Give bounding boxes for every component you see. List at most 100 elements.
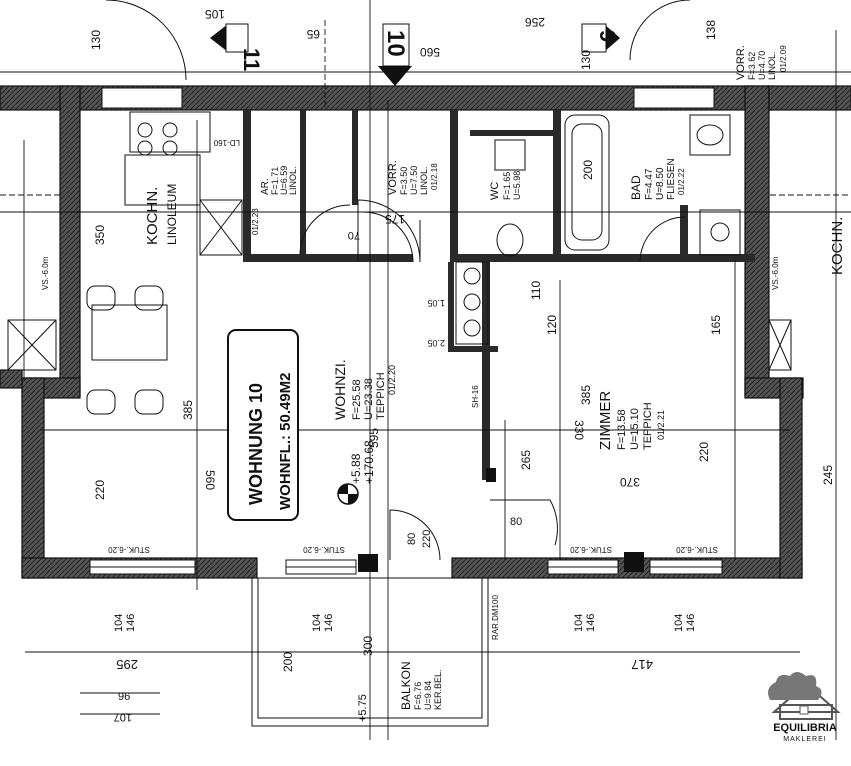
balcony-name: BALKON	[399, 661, 413, 710]
dim-small-2: 107	[114, 711, 132, 723]
dim-window-c1: 104	[573, 614, 585, 632]
hall-right-floor: LINOL.	[767, 51, 777, 80]
dim-right-outer: 245	[821, 465, 835, 485]
dim-top-1: 105	[205, 7, 225, 21]
dim-top-2: 130	[89, 30, 103, 50]
unit-number-center: 10	[382, 30, 409, 57]
note-vs-right: VS.-6.0m	[771, 256, 780, 290]
bath-f: F=4.47	[644, 168, 655, 200]
note-t2: 2.05	[427, 338, 445, 348]
labels: WOHNUNG 10 WOHNFL.: 50.49M2 KOCHN. LINOL…	[41, 7, 846, 723]
elevation-marker	[337, 483, 359, 505]
storage-floor: LINOL.	[288, 166, 298, 195]
dim-misc-5: 120	[545, 315, 559, 335]
dim-kitchen-depth: 350	[93, 225, 107, 245]
exterior-walls	[0, 85, 851, 579]
dim-misc-2: 175	[385, 212, 405, 226]
dim-misc-7: 370	[620, 475, 640, 489]
hall-right-f: F=3.62	[747, 52, 757, 80]
dim-top-4: 560	[420, 45, 440, 59]
apartment-title: WOHNUNG 10	[246, 383, 266, 505]
room-code: 01/2.21	[656, 410, 666, 440]
dim-balcony-depth: 200	[281, 652, 295, 672]
dim-living-lower: 220	[93, 480, 107, 500]
apartment-label-box	[227, 329, 299, 521]
dim-bottom-right: 417	[631, 657, 653, 672]
note-t1: 1.05	[427, 298, 445, 308]
bath-code: 01/2.22	[677, 168, 686, 195]
logo-sub: MAKLEREI	[783, 736, 826, 743]
dim-misc-8: 80	[510, 516, 522, 528]
living-code: 01/2.20	[387, 365, 397, 395]
note-rar: RAR.DM100	[491, 595, 500, 640]
kitchen-left-floor: LINOLEUM	[165, 184, 179, 245]
dim-misc-4: 110	[529, 281, 543, 300]
dim-top-6: 130	[579, 50, 593, 70]
logo-name: EQUILIBRIA	[773, 722, 837, 734]
dim-balcony-level: +5.75	[357, 694, 369, 722]
company-logo: EQUILIBRIA MAKLEREI	[768, 672, 841, 743]
windows	[89, 87, 723, 575]
dim-window-d2: 146	[685, 614, 697, 632]
hall-name: VORR.	[387, 160, 399, 195]
fixtures	[7, 111, 792, 415]
hall-f: F=3.50	[399, 167, 409, 195]
dim-window-b2: 146	[323, 614, 335, 632]
dim-living-full: 560	[203, 470, 217, 490]
balcony-floor: KER.BEL.	[433, 669, 443, 710]
dim-misc-6: 165	[709, 315, 723, 335]
hall-right-name: VORR.	[735, 45, 747, 80]
elevation-abs: +170.68	[362, 440, 376, 484]
dim-living-depth: 385	[181, 400, 195, 420]
room-name: ZIMMER	[597, 391, 614, 450]
apartment-area: WOHNFL.: 50.49M2	[277, 372, 294, 510]
dim-top-5: 256	[525, 15, 545, 29]
unit-number-right: 9	[595, 30, 620, 42]
bath-u: U=8.50	[655, 167, 666, 200]
dim-top-7: 138	[704, 20, 718, 40]
hall-code: 01/2.18	[430, 163, 439, 190]
dim-room-lower: 265	[519, 450, 533, 470]
balcony-f: F=6.76	[413, 682, 423, 710]
dim-living-total: 595	[367, 428, 381, 448]
doors	[105, 0, 691, 561]
dim-misc-9: 220	[421, 530, 433, 548]
hall-right-u: U=4.70	[757, 51, 767, 80]
storage-f: F=1.71	[270, 167, 280, 195]
dim-small-1: 96	[118, 691, 130, 703]
elevation-level: +5.88	[349, 453, 363, 484]
unit-markers	[210, 23, 620, 86]
dimension-lines	[0, 0, 851, 740]
dim-misc-3: 70	[348, 229, 360, 241]
dim-window-a1: 104	[113, 614, 125, 632]
living-name: WOHNZI.	[332, 359, 348, 420]
dim-balcony-width: 300	[361, 636, 375, 656]
note-stuk-far: STUK.-6.20	[676, 545, 718, 554]
living-floor: TEPPICH	[375, 372, 387, 420]
note-ld: LD-160	[213, 138, 240, 147]
storage-code: 01/2.23	[251, 208, 260, 235]
kitchen-right-name: KOCHN.	[829, 217, 846, 275]
dim-window-b1: 104	[311, 614, 323, 632]
dim-room-right: 220	[697, 442, 711, 462]
note-stuk-left: STUK.-6.20	[108, 545, 150, 554]
dim-misc-10: 80	[406, 533, 418, 545]
room-floor: TEPPICH	[642, 402, 654, 450]
living-f: F=25.58	[351, 379, 363, 420]
dim-window-d1: 104	[673, 614, 685, 632]
hall-u: U=7.50	[409, 166, 419, 195]
hall-right-code: 01/2.09	[779, 45, 788, 72]
bath-floor: FLIESEN	[666, 158, 677, 200]
dim-room-depth: 385	[579, 385, 593, 405]
note-stuk-right: STUK.-6.20	[570, 545, 612, 554]
house-icon	[768, 672, 841, 720]
note-stuk-mid: STUK.-6.20	[303, 545, 345, 554]
room-u: U=15.10	[629, 408, 641, 450]
bath-name: BAD	[629, 175, 643, 200]
dim-room-mid: 330	[572, 420, 586, 440]
kitchen-left-name: KOCHN.	[144, 187, 161, 245]
storage-name: AR.	[260, 178, 271, 195]
dim-bottom-left: 295	[116, 657, 138, 672]
wc-u: U=5.98	[512, 171, 522, 200]
